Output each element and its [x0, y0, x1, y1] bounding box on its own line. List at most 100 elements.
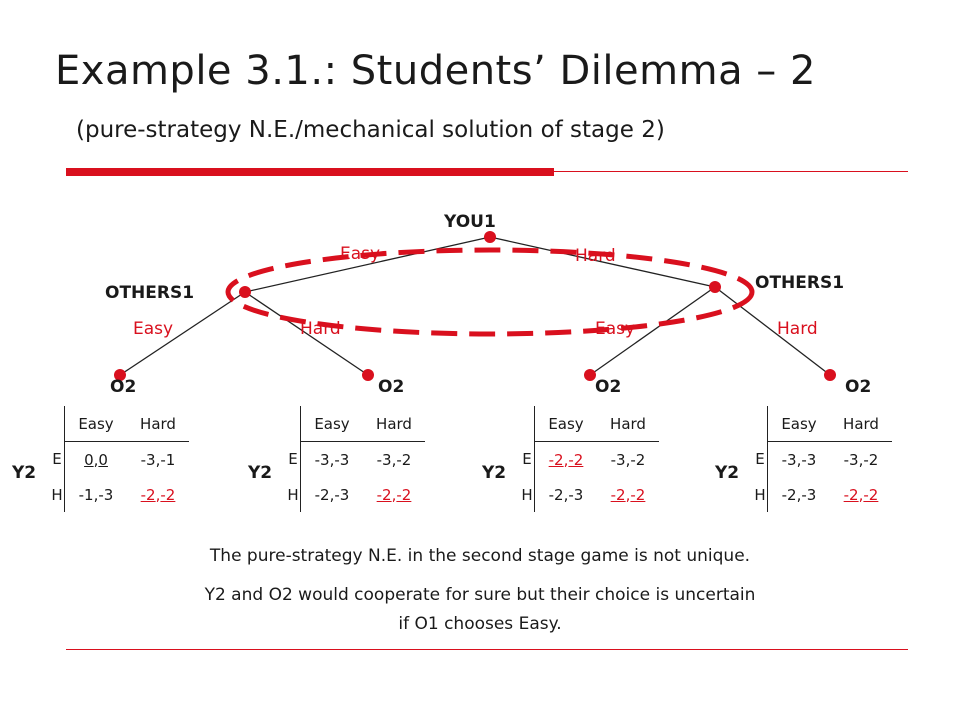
- right-node: [709, 281, 721, 293]
- corner-cell: [520, 406, 535, 442]
- row-header: H: [520, 477, 535, 512]
- payoff-cell: -3,-3: [314, 450, 350, 469]
- payoff-you: -3: [843, 450, 859, 469]
- title-divider-thin: [554, 171, 908, 172]
- payoff-others: -2: [630, 450, 646, 469]
- edge-right-easy: [589, 286, 716, 376]
- edge-root-left: [244, 236, 491, 293]
- slide-title: Example 3.1.: Students’ Dilemma – 2: [55, 48, 816, 94]
- payoff-cell: -3,-2: [376, 450, 412, 469]
- row-player-label: Y2: [12, 463, 37, 483]
- payoff-cell: -2,-3: [781, 485, 817, 504]
- payoff-you: -2: [548, 450, 564, 469]
- payoff-others: -2: [630, 485, 646, 504]
- payoff-others: 0: [98, 450, 108, 469]
- root-node: [484, 231, 496, 243]
- payoff-cell: -1,-3: [78, 485, 114, 504]
- edge-root-right: [489, 236, 716, 288]
- title-divider-thick: [66, 168, 554, 176]
- payoff-others: -3: [801, 450, 817, 469]
- payoff-others: -2: [396, 450, 412, 469]
- payoff-cell: -3,-2: [843, 450, 879, 469]
- edge-right-hard: [714, 286, 831, 376]
- payoff-cell: 0,0: [84, 450, 108, 469]
- leaf-node-3: [584, 369, 596, 381]
- edge-left-easy: [119, 291, 246, 376]
- column-header: Hard: [127, 406, 189, 442]
- payoff-others: -3: [801, 485, 817, 504]
- root-label: YOU1: [443, 212, 496, 232]
- column-header: Easy: [767, 406, 830, 442]
- payoff-cell: -2,-2: [548, 450, 584, 469]
- leaf-node-4: [824, 369, 836, 381]
- payoff-cell: -3,-2: [610, 450, 646, 469]
- payoff-cell: -2,-2: [140, 485, 176, 504]
- right-branch-hard: Hard: [777, 319, 818, 339]
- payoff-cell: -2,-3: [548, 485, 584, 504]
- payoff-you: -2: [843, 485, 859, 504]
- payoff-cell: -3,-1: [140, 450, 176, 469]
- payoff-you: -2: [314, 485, 330, 504]
- payoff-you: -2: [781, 485, 797, 504]
- right-node-label: OTHERS1: [755, 273, 844, 293]
- row-player-label: Y2: [482, 463, 507, 483]
- row-header: E: [520, 441, 535, 477]
- left-node-label: OTHERS1: [105, 283, 194, 303]
- row-header: H: [50, 477, 65, 512]
- payoff-you: -2: [376, 485, 392, 504]
- information-set-ellipse: [225, 247, 755, 337]
- payoff-others: -3: [98, 485, 114, 504]
- row-player-label: Y2: [248, 463, 273, 483]
- column-header: Hard: [597, 406, 659, 442]
- payoff-cell: -2,-3: [314, 485, 350, 504]
- payoff-you: -2: [140, 485, 156, 504]
- leaf-label-4: O2: [845, 377, 871, 397]
- bottom-rule: [66, 649, 908, 650]
- row-header: H: [286, 477, 301, 512]
- payoff-others: -3: [334, 450, 350, 469]
- left-node: [239, 286, 251, 298]
- payoff-you: -1: [78, 485, 94, 504]
- column-header: Easy: [534, 406, 597, 442]
- row-header: E: [286, 441, 301, 477]
- payoff-you: -3: [376, 450, 392, 469]
- payoff-you: 0: [84, 450, 94, 469]
- leaf-node-2: [362, 369, 374, 381]
- column-header: Easy: [300, 406, 363, 442]
- note-line-3: if O1 chooses Easy.: [398, 614, 562, 634]
- payoff-others: -1: [160, 450, 176, 469]
- payoff-others: -2: [160, 485, 176, 504]
- payoff-cell: -2,-2: [376, 485, 412, 504]
- column-header: Hard: [830, 406, 892, 442]
- note-line-1: The pure-strategy N.E. in the second sta…: [209, 546, 751, 566]
- leaf-node-1: [114, 369, 126, 381]
- note-line-2: Y2 and O2 would cooperate for sure but t…: [204, 585, 756, 605]
- payoff-others: -3: [334, 485, 350, 504]
- payoff-you: -3: [140, 450, 156, 469]
- leaf-label-2: O2: [378, 377, 404, 397]
- payoff-you: -2: [610, 485, 626, 504]
- payoff-others: -2: [863, 485, 879, 504]
- payoff-you: -3: [610, 450, 626, 469]
- corner-cell: [286, 406, 301, 442]
- column-header: Easy: [64, 406, 127, 442]
- payoff-you: -3: [314, 450, 330, 469]
- corner-cell: [753, 406, 768, 442]
- leaf-label-3: O2: [595, 377, 621, 397]
- payoff-cell: -2,-2: [843, 485, 879, 504]
- payoff-others: -2: [863, 450, 879, 469]
- left-branch-easy: Easy: [133, 319, 173, 339]
- row-header: H: [753, 477, 768, 512]
- root-branch-easy: Easy: [340, 244, 380, 264]
- left-branch-hard: Hard: [300, 319, 341, 339]
- payoff-cell: -2,-2: [610, 485, 646, 504]
- payoff-cell: -3,-3: [781, 450, 817, 469]
- row-header: E: [50, 441, 65, 477]
- payoff-others: -2: [568, 450, 584, 469]
